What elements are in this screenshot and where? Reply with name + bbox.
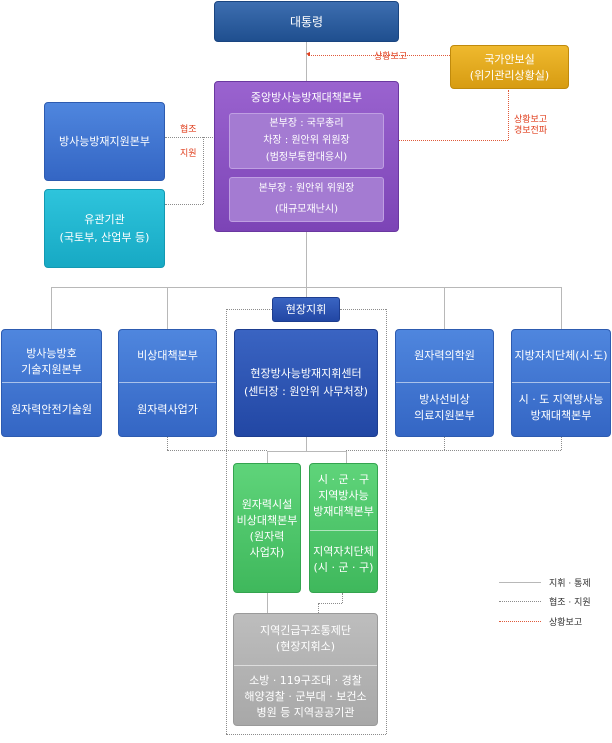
frame-top-right: [340, 309, 386, 310]
label-report-warn-1: 상황보고: [514, 115, 548, 125]
central-hq-title: 중앙방사능방재대책본부: [250, 91, 363, 104]
line-regional-joint-h: [318, 603, 342, 604]
regional-hq-box[interactable]: 시 · 군 · 구 지역방사능 방재대책본부 지역자치단체 (시 · 군 · 구…: [309, 463, 378, 593]
central-hq-sub1: 본부장 : 국무총리 차장 : 원안위 위원장 (범정부통합대응시): [229, 113, 384, 169]
line-lower-left: [267, 451, 268, 464]
line-dot-right: [346, 450, 561, 451]
line-report-central-v: [508, 90, 509, 140]
divider: [512, 382, 610, 383]
legend-report-label: 상황보고: [549, 618, 583, 628]
facility-hq-box[interactable]: 원자력시설 비상대책본부 (원자력 사업자): [233, 463, 301, 593]
line-coop-agencies: [165, 204, 203, 205]
tech-support-hq-box[interactable]: 방사능방호 기술지원본부 원자력안전기술원: [1, 329, 102, 437]
line-dot-right-2: [561, 437, 562, 450]
line-dot-left-1: [167, 437, 168, 450]
line-dot-left: [167, 450, 267, 451]
line-tier-4: [444, 287, 445, 330]
line-lower-horizontal: [267, 451, 346, 452]
line-dot-right-1: [444, 437, 445, 450]
legend-command-line: [499, 582, 541, 583]
legend-command-label: 지휘 · 통제: [549, 579, 591, 589]
frame-left: [226, 309, 227, 734]
divider: [396, 382, 493, 383]
label-cooperation: 협조: [180, 125, 197, 135]
president-box[interactable]: 대통령: [214, 1, 399, 42]
line-coop-vertical: [203, 137, 204, 204]
line-lower-right: [346, 451, 347, 464]
emergency-hq-box[interactable]: 비상대책본부 원자력사업가: [118, 329, 217, 437]
line-tier-5: [561, 287, 562, 330]
frame-right: [386, 309, 387, 734]
divider: [234, 665, 377, 666]
label-situation-report: 상황보고: [374, 52, 408, 62]
related-agencies-box[interactable]: 유관기관 (국토부, 산업부 등): [44, 189, 165, 268]
label-report-warn-2: 경보전파: [514, 126, 548, 136]
nuclear-medicine-box[interactable]: 원자력의학원 방사선비상 의료지원본부: [395, 329, 494, 437]
local-gov-box[interactable]: 지방자치단체(시·도) 시 · 도 지역방사능 방재대책본부: [511, 329, 611, 437]
legend-coop-label: 협조 · 지원: [549, 598, 591, 608]
line-report-central: [398, 140, 508, 141]
frame-top-left: [226, 309, 272, 310]
label-support: 지원: [180, 149, 197, 159]
arrow-report-1: ◂: [306, 49, 311, 58]
line-regional-joint-v2: [318, 603, 319, 613]
line-report-security: [308, 55, 450, 56]
line-tier-horizontal: [51, 287, 561, 288]
legend-coop-line: [499, 601, 541, 602]
frame-bottom: [226, 734, 386, 735]
line-center-down: [306, 437, 307, 451]
line-tier-2: [167, 287, 168, 330]
divider: [119, 382, 216, 383]
line-coop-support-hq: [165, 137, 215, 138]
national-security-box[interactable]: 국가안보실 (위기관리상황실): [450, 45, 569, 89]
legend-report-line: [499, 621, 541, 622]
field-command-badge[interactable]: 현장지휘: [272, 297, 340, 322]
central-hq-box[interactable]: 중앙방사능방재대책본부 본부장 : 국무총리 차장 : 원안위 위원장 (범정부…: [214, 81, 399, 232]
radiation-support-hq-box[interactable]: 방사능방재지원본부: [44, 102, 165, 181]
divider: [2, 382, 101, 383]
line-facility-joint: [267, 593, 268, 613]
divider: [310, 530, 377, 531]
central-hq-sub2: 본부장 : 원안위 위원장 (대규모재난시): [229, 177, 384, 222]
joint-team-box[interactable]: 지역긴급구조통제단 (현장지휘소) 소방 · 119구조대 · 경찰 해양경찰 …: [233, 613, 378, 726]
line-tier-1: [51, 287, 52, 330]
line-central-down: [306, 231, 307, 297]
line-president-central: [306, 42, 307, 81]
field-center-box[interactable]: 현장방사능방재지휘센터 (센터장 : 원안위 사무처장): [234, 329, 378, 437]
line-regional-joint: [342, 593, 343, 603]
